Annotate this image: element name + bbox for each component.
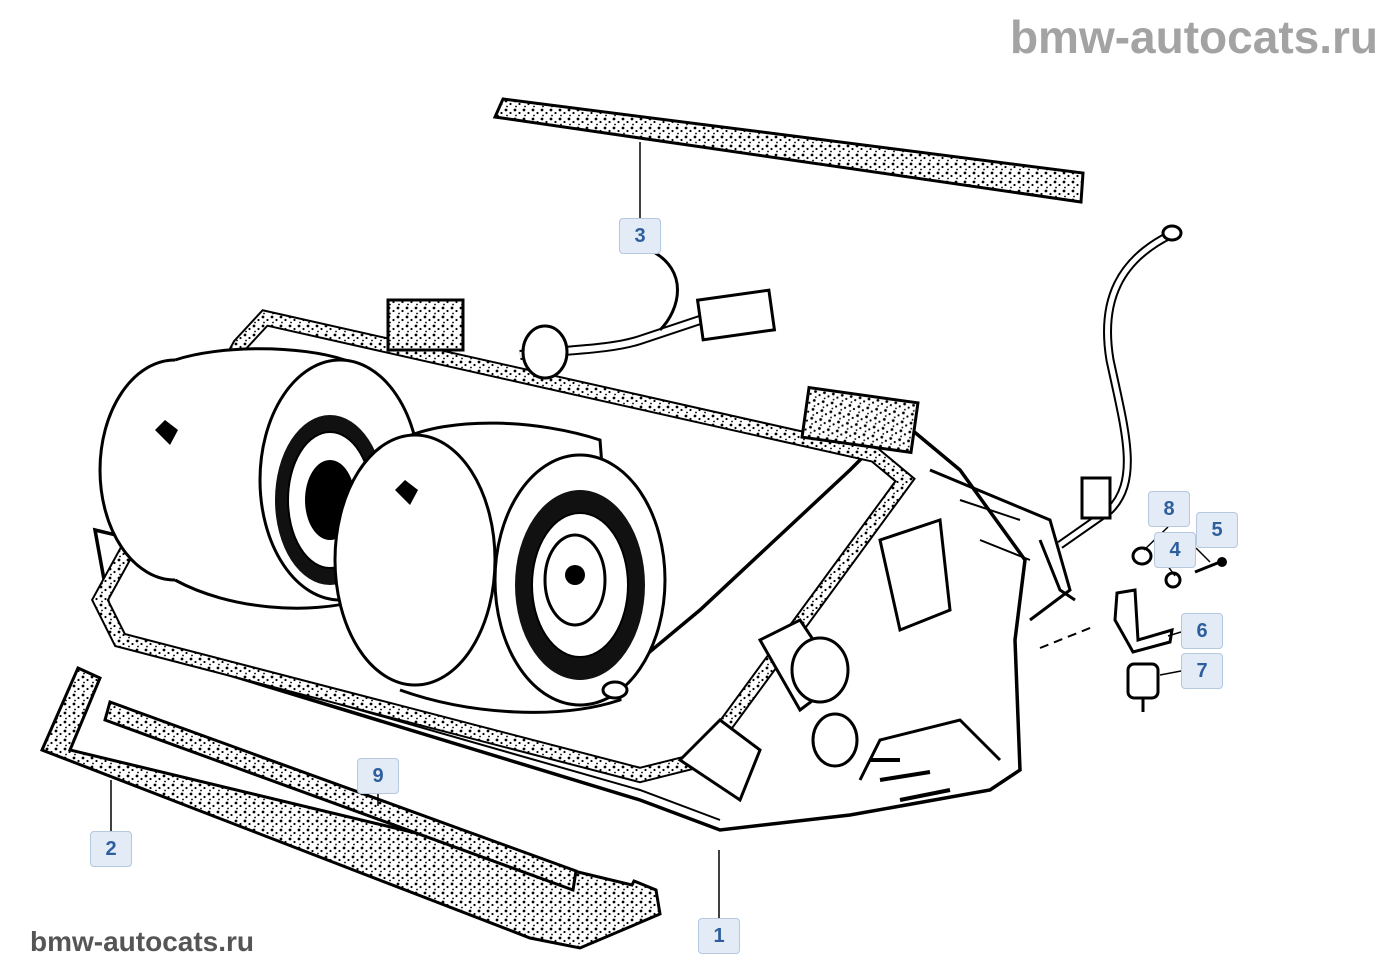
wiring-harness (519, 248, 777, 380)
callout-4[interactable]: 4 (1154, 532, 1196, 568)
watermark-top: bmw-autocats.ru (1009, 11, 1378, 63)
callout-9[interactable]: 9 (357, 758, 399, 794)
watermark-bottom: bmw-autocats.ru (30, 926, 255, 957)
lower-seal-strip (103, 700, 578, 893)
rubber-mount-part-7 (1126, 662, 1160, 712)
hex-nut-part-8 (1131, 546, 1153, 566)
callout-6[interactable]: 6 (1181, 613, 1223, 649)
bracket-part-6 (1113, 588, 1174, 654)
right-blower-scroll (333, 421, 667, 714)
callout-7[interactable]: 7 (1181, 653, 1223, 689)
callout-5[interactable]: 5 (1196, 512, 1238, 548)
screw-part-5 (1194, 557, 1227, 574)
washer-part-4 (1164, 571, 1182, 589)
callout-1[interactable]: 1 (698, 918, 740, 954)
callout-8[interactable]: 8 (1148, 491, 1190, 527)
lower-l-seal (39, 666, 662, 950)
callout-2[interactable]: 2 (90, 831, 132, 867)
resistor-block (677, 517, 952, 803)
callout-3[interactable]: 3 (619, 218, 661, 254)
upper-seal-strip (492, 97, 1085, 204)
ground-cable (1038, 224, 1183, 602)
